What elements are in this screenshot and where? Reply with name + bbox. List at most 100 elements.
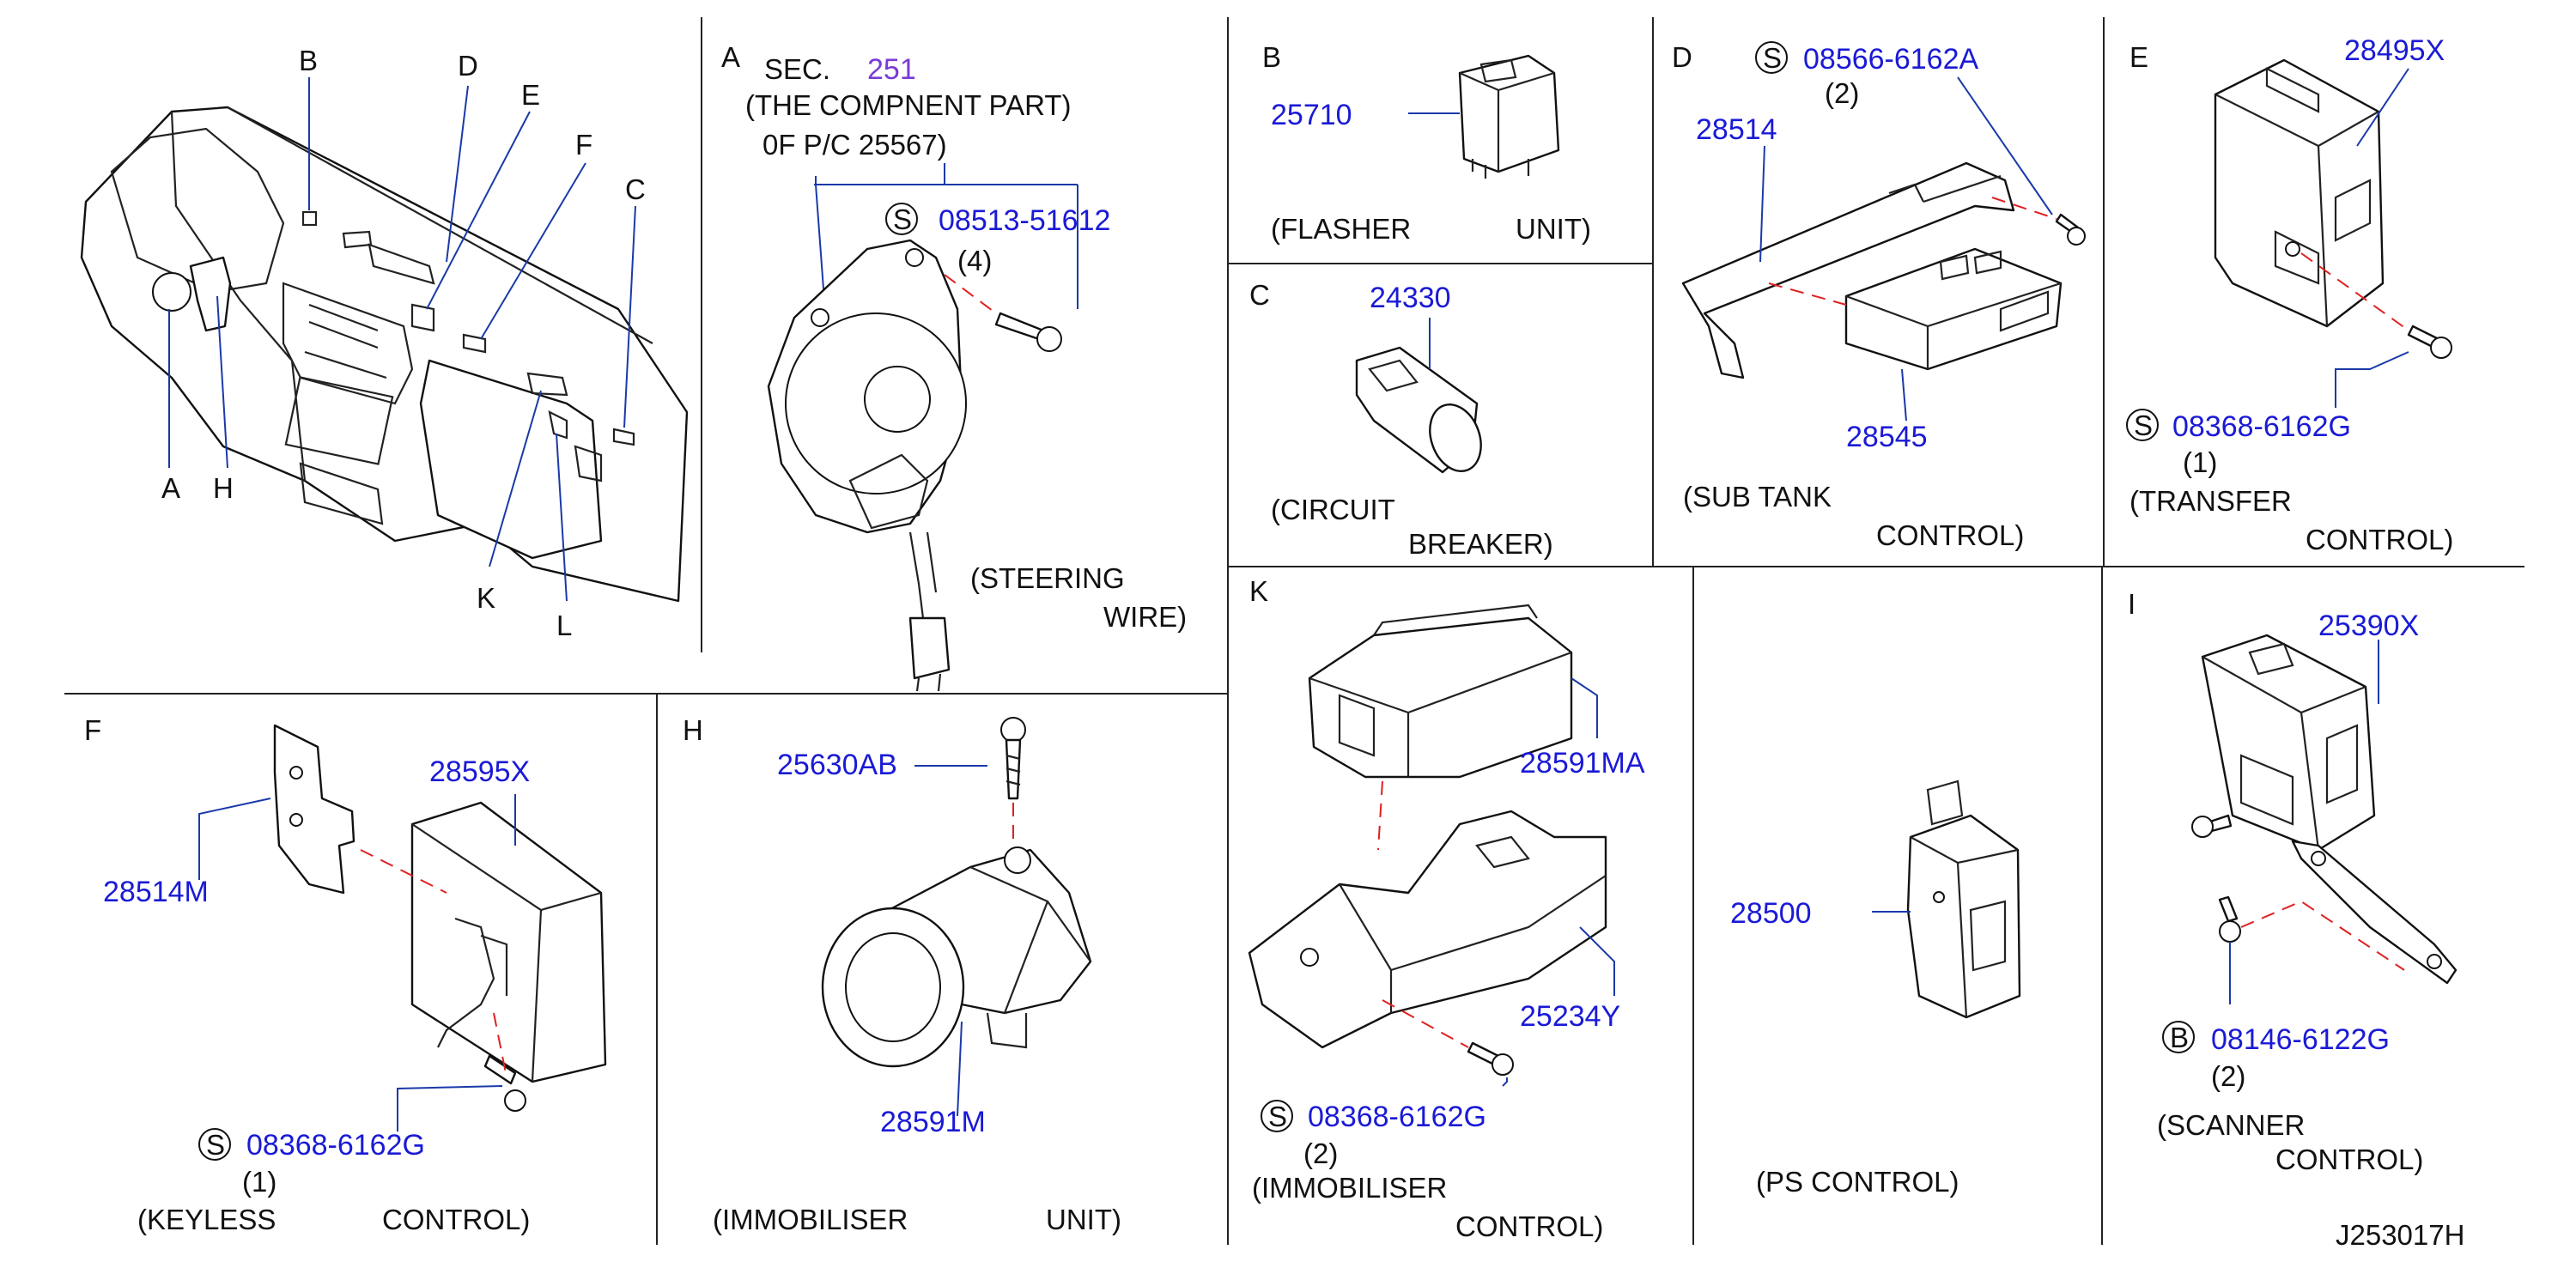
overview-letter-k: K [477, 582, 495, 614]
panel-e-bolt-qty: (1) [2183, 446, 2217, 478]
panel-d-sub-tank-control: D S 08566-6162A (2) 28514 28545 (SUB TAN… [1672, 41, 2086, 551]
panel-a-name-line1: (STEERING [970, 562, 1125, 594]
panel-i-b-circle [2162, 1021, 2195, 1053]
panel-d-bracket-part: 28514 [1696, 113, 1777, 146]
keyless-control-unit [410, 801, 607, 1083]
panel-a-bolt-part: 08513-51612 [939, 204, 1110, 237]
transfer-control-unit [2214, 58, 2385, 328]
panel-e-unit-part: 28495X [2344, 34, 2445, 67]
panel-f-bracket-part: 28514M [103, 876, 209, 908]
overview-part-f [462, 333, 487, 354]
sub-tank-bracket [1681, 161, 2015, 379]
panel-f-s-circle [198, 1128, 231, 1161]
overview-part-c [612, 428, 635, 446]
panel-f-bolt [483, 1054, 517, 1085]
panel-i-bolt-part: 08146-6122G [2211, 1023, 2390, 1056]
panel-separators [64, 17, 2524, 1245]
panel-i-lower-bolt [2219, 920, 2241, 943]
panel-e-bolt-part: 08368-6162G [2172, 410, 2351, 443]
glovebox [419, 359, 603, 560]
panel-k-immobiliser-control: K 28591MA 25234Y S 08368-6162G (2) (IMMO… [1248, 575, 1645, 1242]
panel-c-circuit-breaker: C 24330 (CIRCUIT BREAKER) [1249, 279, 1553, 560]
overview-letter-e: E [521, 79, 540, 111]
panel-e-name-line1: (TRANSFER [2129, 485, 2292, 517]
panel-e-letter: E [2129, 41, 2148, 73]
overview-letter-c: C [625, 173, 646, 205]
panel-i-upper-bolt [2191, 816, 2214, 838]
panel-a-name-line2: WIRE) [1103, 601, 1187, 633]
panel-a-letter: A [721, 41, 740, 73]
panel-a-bolt-qty: (4) [957, 245, 992, 276]
panel-f-bolt-part: 08368-6162G [246, 1129, 425, 1162]
ignition-knob [152, 272, 191, 312]
panel-h-name-line1: (IMMOBILISER [713, 1204, 908, 1235]
panel-f-name-line1: (KEYLESS [137, 1204, 276, 1235]
overview-part-b [301, 210, 318, 227]
panel-b-flasher-unit: B 25710 (FLASHER UNIT) [1262, 41, 1591, 245]
ps-control-unit [1906, 814, 2021, 1019]
panel-f-bolt-symbol: S [206, 1129, 225, 1161]
steering-wire-screw [994, 312, 1045, 341]
immobiliser-control-bracket [1248, 810, 1607, 1049]
panel-h-unit-part: 28591M [880, 1106, 986, 1138]
panel-e-s-circle [2126, 409, 2159, 441]
panel-a-note-line2: 0F P/C 25567) [762, 129, 947, 161]
panel-k-bracket-part: 25234Y [1520, 1000, 1620, 1033]
panel-e-name-line2: CONTROL) [2306, 524, 2453, 555]
panel-f-name-line2: CONTROL) [382, 1204, 530, 1235]
dashboard-overview: B D E F C A H K L [80, 45, 689, 641]
scanner-bracket [2291, 840, 2458, 985]
panel-d-bolt-qty: (2) [1825, 77, 1859, 109]
panel-e-transfer-control: E 28495X S 08368-6162G (1) (TRANSFER CON… [2126, 34, 2453, 555]
panel-h-letter: H [683, 714, 703, 746]
panel-c-name-line2: BREAKER) [1408, 528, 1553, 560]
sub-tank-control-unit [1844, 247, 2063, 371]
panel-b-name-line1: (FLASHER [1271, 213, 1411, 245]
panel-f-letter: F [84, 714, 101, 746]
panel-ps-unit-part: 28500 [1730, 897, 1812, 930]
panel-k-s-circle [1261, 1100, 1293, 1132]
panel-i-name-line1: (SCANNER [2157, 1109, 2305, 1141]
diagram-code: J253017H [2336, 1219, 2464, 1251]
panel-d-unit-part: 28545 [1846, 421, 1928, 453]
panel-ps-control: 28500 (PS CONTROL) [1730, 780, 2021, 1198]
panel-b-letter: B [1262, 41, 1281, 73]
panel-i-bolt-qty: (2) [2211, 1060, 2245, 1092]
panel-k-name-line2: CONTROL) [1455, 1210, 1603, 1242]
panel-a-steering-wire: A SEC. 251 (THE COMPNENT PART) 0F P/C 25… [721, 41, 1187, 692]
panel-h-immobiliser-unit: H 25630AB 28591M (IMMOBILISER UNIT) [683, 714, 1121, 1235]
overview-letter-l: L [556, 610, 572, 641]
panel-i-name-line2: CONTROL) [2275, 1144, 2423, 1175]
panel-k-unit-part: 28591MA [1520, 747, 1645, 780]
overview-part-d [368, 243, 435, 285]
panel-k-bolt-qty: (2) [1303, 1138, 1338, 1169]
overview-part-l [548, 410, 568, 440]
panel-a-note-line1: (THE COMPNENT PART) [745, 89, 1072, 121]
panel-c-letter: C [1249, 279, 1270, 311]
panel-f-unit-part: 28595X [429, 755, 530, 788]
panel-h-name-line2: UNIT) [1046, 1204, 1121, 1235]
panel-c-part: 24330 [1370, 282, 1451, 314]
combination-switch [189, 256, 232, 332]
panel-a-sec-number: 251 [867, 53, 916, 86]
clock-spring-connector [908, 616, 951, 680]
panel-b-part: 25710 [1271, 99, 1352, 131]
panel-h-screw-part: 25630AB [777, 749, 897, 781]
panel-k-letter: K [1249, 575, 1268, 607]
panel-c-name-line1: (CIRCUIT [1271, 494, 1395, 525]
panel-d-name-line1: (SUB TANK [1683, 481, 1832, 513]
panel-f-keyless-control: F 28595X 28514M S 08368-6162G (1) (KEYLE… [84, 714, 607, 1235]
flasher-unit [1458, 54, 1560, 173]
panel-k-bolt-symbol: S [1268, 1101, 1287, 1132]
overview-letter-a: A [161, 472, 180, 504]
panel-d-bolt-symbol: S [1763, 42, 1782, 74]
panel-d-s-circle [1755, 41, 1788, 74]
panel-i-bolt-symbol: B [2170, 1022, 2189, 1053]
panel-ps-name: (PS CONTROL) [1756, 1166, 1959, 1198]
panel-e-bolt-symbol: S [2134, 410, 2153, 441]
panel-a-s-circle [885, 203, 918, 235]
overview-part-e [410, 303, 435, 332]
panel-h-screw-head [1000, 717, 1026, 743]
